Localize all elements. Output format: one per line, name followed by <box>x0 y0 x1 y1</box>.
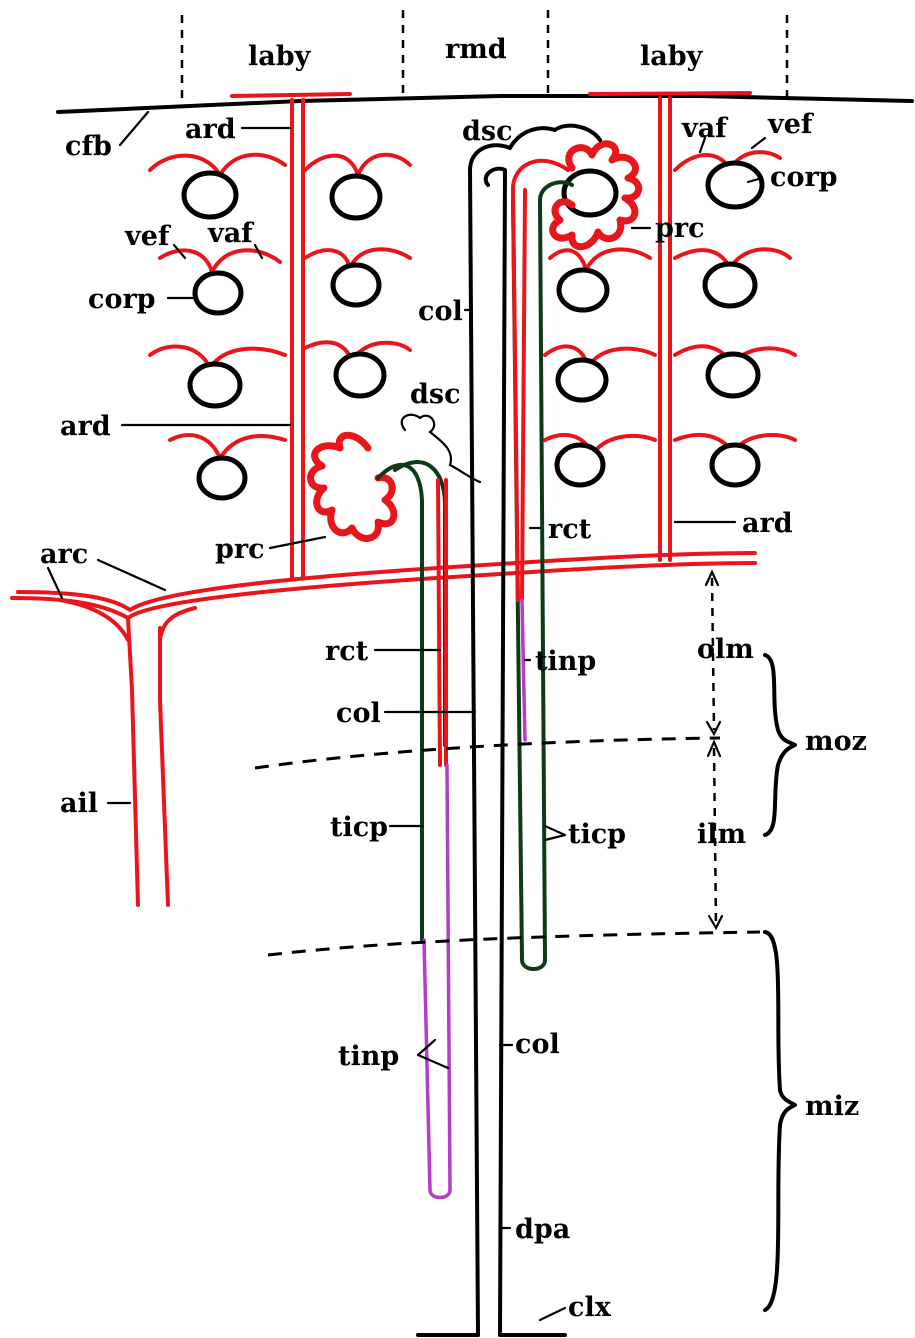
radial-artery-left <box>290 98 305 580</box>
left-nephron-tubule <box>376 460 452 1200</box>
label-prc-top: prc <box>655 213 705 244</box>
collecting-duct <box>400 123 602 1337</box>
glomeruli <box>181 160 765 501</box>
labels: laby rmd laby cfb ard dsc vaf vef corp p… <box>40 34 867 1323</box>
label-rct-left: rct <box>325 636 369 667</box>
label-col-mid: col <box>336 698 381 729</box>
label-dpa: dpa <box>515 1214 570 1245</box>
label-olm: olm <box>697 634 754 665</box>
label-ard-right: ard <box>742 508 793 539</box>
zone-arrows <box>704 569 724 931</box>
label-dsc-mid: dsc <box>410 379 461 410</box>
label-ard-left: ard <box>60 411 111 442</box>
proximal-coil-lower <box>307 431 398 542</box>
label-ail: ail <box>60 788 98 819</box>
boundary-outer-inner-medulla <box>254 736 721 770</box>
label-laby-right: laby <box>640 41 704 72</box>
boundary-medulla-inner-zone <box>267 930 761 957</box>
capsule-line <box>56 94 914 114</box>
label-ticp-right: ticp <box>568 819 626 850</box>
label-tinp-left: tinp <box>338 1041 399 1072</box>
label-clx: clx <box>568 1292 612 1323</box>
label-dsc-top: dsc <box>462 116 513 147</box>
label-corp-left: corp <box>88 284 156 315</box>
leader-lines <box>46 110 767 1322</box>
label-vaf-left: vaf <box>207 218 255 249</box>
capsule-vessel-left <box>230 92 352 98</box>
label-col-upper: col <box>418 296 463 327</box>
label-rmd: rmd <box>445 34 507 65</box>
afferent-efferent-arches <box>148 150 797 460</box>
moz-bracket <box>763 653 797 837</box>
label-miz: miz <box>805 1091 859 1122</box>
label-laby-left: laby <box>248 41 312 72</box>
label-moz: moz <box>805 726 867 757</box>
arcuate-artery <box>10 551 757 907</box>
radial-artery-right <box>658 96 672 562</box>
label-corp-top: corp <box>770 162 838 193</box>
label-cfb: cfb <box>65 131 112 162</box>
right-nephron-tubule <box>510 158 574 971</box>
label-vef-top: vef <box>767 109 815 140</box>
label-col-low: col <box>515 1029 560 1060</box>
label-ticp-left: ticp <box>330 812 388 843</box>
label-prc-low: prc <box>215 534 265 565</box>
label-ard-top: ard <box>185 114 236 145</box>
capsule-vessel-right <box>588 91 752 96</box>
label-vaf-top: vaf <box>681 113 729 144</box>
label-vef-left: vef <box>124 221 172 252</box>
label-ilm: ilm <box>697 819 746 850</box>
label-arc: arc <box>40 539 88 570</box>
proximal-coil-upper <box>549 140 642 251</box>
label-tinp-right: tinp <box>535 646 596 677</box>
miz-bracket <box>763 930 797 1312</box>
label-rct-right: rct <box>548 514 592 545</box>
